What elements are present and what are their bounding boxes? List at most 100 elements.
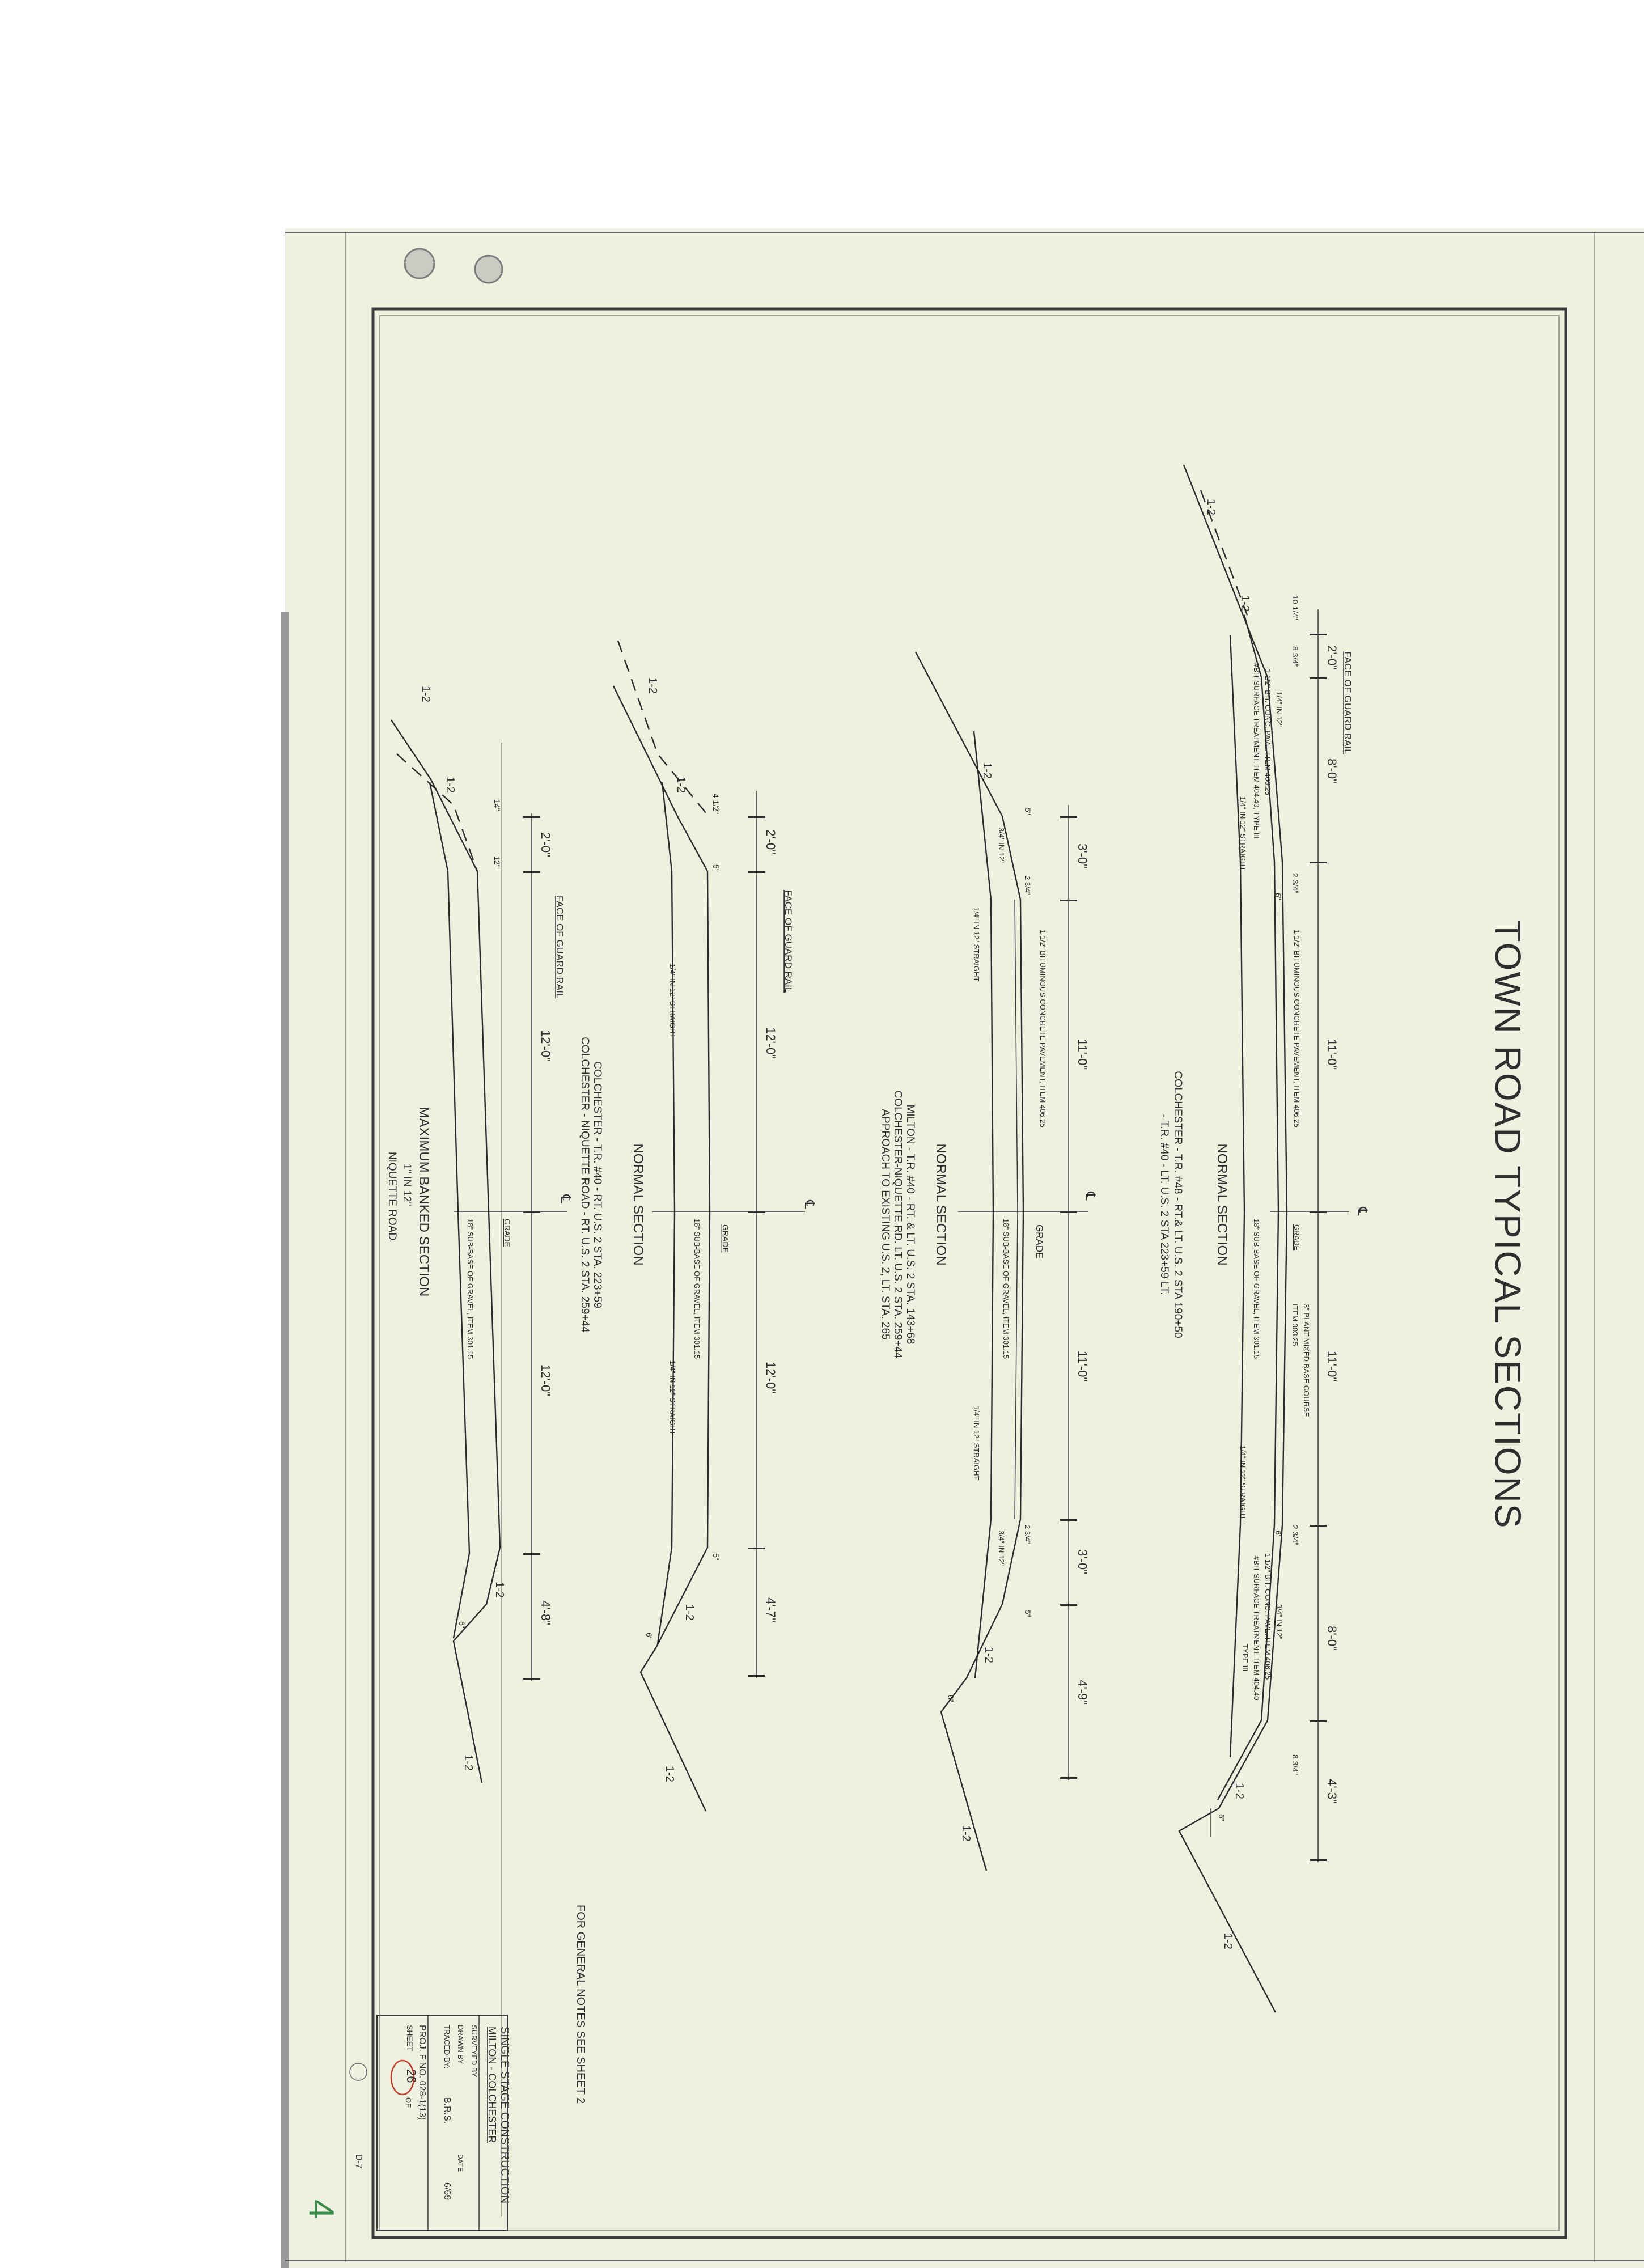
section-2-t1: 2 3/4" bbox=[1023, 876, 1032, 895]
section-3-slope-label: 1-2 bbox=[675, 777, 687, 793]
title-block-drawn: DRAWN BY bbox=[456, 2025, 465, 2064]
section-1-thickness-1: 10 1/4" bbox=[1291, 595, 1300, 620]
small-circle-mark bbox=[349, 2063, 367, 2081]
section-2-sub-base: 18" SUB-BASE OF GRAVEL, ITEM 301.15 bbox=[1002, 1219, 1010, 1359]
section-1-face-guard-rail: FACE OF GUARD RAIL bbox=[1342, 651, 1353, 754]
section-1-dim-3: 11'-0" bbox=[1325, 1039, 1339, 1070]
section-2-dim-5: 4'-9" bbox=[1075, 1680, 1090, 1705]
section-1-bit-pave: 1 1/2" BIT. CONC. PAVE. ITEM 406.25 bbox=[1264, 669, 1272, 795]
section-1-straight-l: 1/4" IN 12" STRAIGHT bbox=[1239, 796, 1247, 871]
section-1-slope-label: 1-2 bbox=[1233, 1783, 1245, 1799]
section-2-dim-2: 11'-0" bbox=[1075, 1039, 1090, 1070]
section-3-face-guard-rail: FACE OF GUARD RAIL bbox=[783, 890, 794, 993]
section-2-location-1: MILTON - T.R. #40 - RT. & LT. U.S. 2 STA… bbox=[904, 1105, 916, 1345]
section-1-subbase-line bbox=[1229, 634, 1245, 1758]
section-4-six: 6" bbox=[457, 1621, 467, 1629]
section-2-slope-label: 1-2 bbox=[982, 1647, 995, 1663]
section-3-sub-base: 18" SUB-BASE OF GRAVEL, ITEM 301.15 bbox=[693, 1219, 701, 1359]
section-3: NORMAL SECTION COLCHESTER - T.R. #40 - R… bbox=[579, 640, 817, 1812]
paper bbox=[285, 228, 1644, 2268]
section-3-five: 5" bbox=[711, 864, 721, 872]
section-2-title: NORMAL SECTION bbox=[933, 1143, 948, 1265]
section-1-sub-base: 18" SUB-BASE OF GRAVEL, ITEM 301.15 bbox=[1252, 1219, 1261, 1359]
section-1-slope-dash bbox=[1200, 490, 1248, 616]
section-1-six: 6" bbox=[1274, 1531, 1283, 1538]
section-1-bit-surface: #BIT SURFACE TREATMENT, ITEM 404.40, TYP… bbox=[1252, 663, 1261, 839]
title-block-traced: TRACED BY: bbox=[443, 2025, 451, 2068]
section-2-dim-4: 3'-0" bbox=[1075, 1549, 1090, 1574]
title-block-sheet-number: 26 bbox=[404, 2069, 418, 2083]
section-2-dim-1: 3'-0" bbox=[1075, 843, 1090, 868]
section-4-sub: 1" IN 12" bbox=[401, 1164, 413, 1206]
section-1-dim-ticks bbox=[1310, 634, 1327, 1861]
section-2-base-line bbox=[1014, 899, 1018, 1520]
section-1-thickness-3: 2 3/4" bbox=[1291, 873, 1300, 893]
section-3-location-1: COLCHESTER - T.R. #40 - RT. U.S. 2 STA. … bbox=[591, 1061, 603, 1308]
section-2-dim-3: 11'-0" bbox=[1075, 1351, 1090, 1381]
section-3-pavement-line bbox=[612, 685, 711, 1812]
section-1-slope-label: 1-2 bbox=[1222, 1933, 1234, 1949]
section-1-six: 6" bbox=[1217, 1814, 1226, 1821]
section-4-dim-2: 12'-0" bbox=[539, 1030, 553, 1062]
section-1-dim-2: 8'-0" bbox=[1325, 758, 1339, 783]
section-1: NORMAL SECTION COLCHESTER - T.R. #48 - R… bbox=[1158, 464, 1370, 2013]
scan-shadow-left bbox=[281, 612, 289, 2268]
section-1-title: NORMAL SECTION bbox=[1214, 1143, 1230, 1265]
section-2-location-2: COLCHESTER-NIQUETTE RD. LT. U.S. 2 STA. … bbox=[892, 1091, 904, 1359]
section-3-title: NORMAL SECTION bbox=[630, 1143, 646, 1265]
section-1-bit-surface-r: #BIT SURFACE TREATMENT, ITEM 404.40 bbox=[1252, 1556, 1261, 1700]
section-2-six: 6" bbox=[946, 1695, 955, 1702]
section-2-straight-l: 1/4" IN 12" STRAIGHT bbox=[972, 907, 981, 981]
section-3-slope-label: 1-2 bbox=[646, 677, 659, 694]
section-2-location-3: APPROACH TO EXISTING U.S. 2, LT. STA. 26… bbox=[879, 1109, 891, 1339]
section-2-slope-label: 1-2 bbox=[960, 1825, 972, 1842]
punch-hole bbox=[474, 255, 503, 284]
title-block-of: OF bbox=[404, 2097, 413, 2108]
section-2-small-r: 3/4" IN 12" bbox=[997, 1531, 1006, 1566]
section-3-six: 6" bbox=[645, 1633, 654, 1640]
title-block-project: PROJ. F NO. 028-1(13) bbox=[417, 2025, 427, 2120]
section-3-dim-1: 2'-0" bbox=[764, 829, 778, 854]
section-1-straight-r: 1/4" IN 12" STRAIGHT bbox=[1239, 1445, 1247, 1520]
section-2-straight-r: 1/4" IN 12" STRAIGHT bbox=[972, 1406, 981, 1480]
section-1-grade: GRADE bbox=[1293, 1224, 1301, 1251]
section-3-five: 5" bbox=[711, 1553, 721, 1561]
section-3-straight-l: 1/4" IN 12" STRAIGHT bbox=[668, 964, 677, 1038]
section-4-title: MAXIMUM BANKED SECTION bbox=[416, 1107, 431, 1297]
section-2-slope-label: 1-2 bbox=[981, 762, 993, 779]
general-notes: FOR GENERAL NOTES SEE SHEET 2 bbox=[574, 1905, 587, 2104]
title-block-date: DATE bbox=[456, 2154, 464, 2172]
section-1-dim-6: 4'-3" bbox=[1325, 1779, 1339, 1804]
section-4-dim-1: 2'-0" bbox=[539, 832, 553, 857]
section-2-five: 5" bbox=[1023, 1610, 1032, 1617]
section-1-six: 6" bbox=[1274, 893, 1283, 900]
section-1-thickness-2: 8 3/4" bbox=[1291, 646, 1300, 667]
section-1-pavement-line bbox=[1178, 464, 1288, 2013]
title-block-date-value: 6/69 bbox=[442, 2182, 452, 2200]
section-2-subbase-line bbox=[973, 731, 994, 1678]
section-1-cl-symbol: ℄ bbox=[1354, 1206, 1370, 1216]
section-2-bituminous: 1 1/2" BITUMINOUS CONCRETE PAVEMENT, ITE… bbox=[1039, 930, 1047, 1127]
section-1-dim-1: 2'-0" bbox=[1325, 645, 1339, 670]
section-1-bit-pave-r: 1 1/2" BIT. CONC. PAVE. ITEM 406.25 bbox=[1264, 1553, 1272, 1680]
section-4-face-guard-rail: FACE OF GUARD RAIL bbox=[554, 896, 565, 998]
section-4-grade: GRADE bbox=[503, 1219, 512, 1247]
section-4-dim-4: 4'-8" bbox=[539, 1600, 553, 1625]
section-3-location-2: COLCHESTER - NIQUETTE ROAD - RT. U.S. 2 … bbox=[579, 1037, 591, 1333]
section-1-base-line bbox=[1217, 614, 1279, 1800]
sheet-number-circle bbox=[390, 2059, 415, 2096]
section-3-dim-4: 4'-7" bbox=[764, 1597, 778, 1622]
section-4-slope-label: 1-2 bbox=[420, 686, 432, 702]
section-3-dim-ticks bbox=[748, 816, 765, 1677]
section-1-dim-5: 8'-0" bbox=[1325, 1626, 1339, 1651]
section-3-slope-label: 1-2 bbox=[683, 1604, 696, 1621]
section-1-thickness-4: 2 3/4" bbox=[1291, 1525, 1300, 1545]
section-2-pavement-line bbox=[914, 651, 1024, 1871]
section-4-slope-label: 1-2 bbox=[493, 1582, 506, 1598]
section-4: MAXIMUM BANKED SECTION 1" IN 12" NIQUETT… bbox=[386, 686, 573, 2216]
section-2: NORMAL SECTION MILTON - T.R. #40 - RT. &… bbox=[879, 651, 1098, 1871]
section-3-cl-symbol: ℄ bbox=[802, 1199, 817, 1209]
section-4-dim-3: 12'-0" bbox=[539, 1364, 553, 1396]
title-block-sheet-label: SHEET bbox=[405, 2025, 414, 2051]
